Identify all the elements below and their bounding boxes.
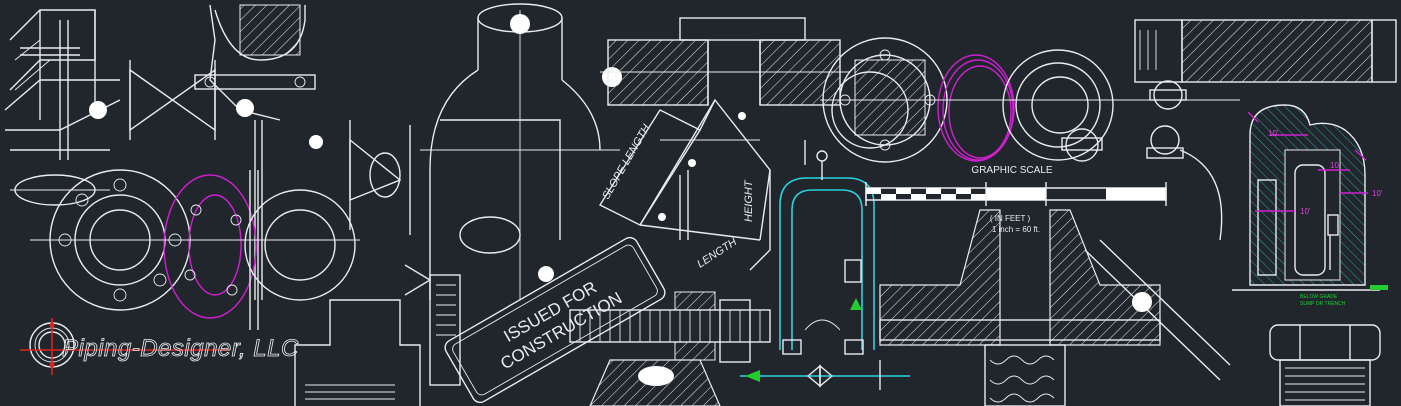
logo-text: Piping-Designer, LLC bbox=[62, 335, 299, 362]
valve-symbols bbox=[129, 4, 323, 300]
flange-ring-drawing bbox=[820, 37, 1130, 163]
sump-detail: 10' 10' 10' 10' BELOW GRADE SUMP OR TREN… bbox=[1232, 104, 1388, 307]
slope-length-diagram: SLOPE LENGTH HEIGHT LENGTH bbox=[598, 98, 771, 271]
below-grade-label: BELOW GRADE bbox=[1300, 294, 1338, 300]
graphic-scale-label: GRAPHIC SCALE bbox=[971, 165, 1052, 176]
top-right-flange-section bbox=[1134, 19, 1397, 83]
dim-label-a: 10' bbox=[1268, 129, 1279, 138]
dim-label-c: 10' bbox=[1372, 189, 1383, 198]
height-label: HEIGHT bbox=[743, 179, 755, 222]
sump-trench-label: SUMP OR TRENCH bbox=[1300, 301, 1346, 307]
logo-bearing-icon bbox=[20, 318, 230, 375]
foundation-section bbox=[879, 209, 1231, 406]
scale-units-label: ( IN FEET ) bbox=[990, 214, 1031, 223]
gasket-magenta bbox=[163, 174, 257, 319]
flange-section-hatched bbox=[600, 17, 850, 106]
flange-gasket-assembly bbox=[30, 169, 360, 330]
structural-steel-drawing bbox=[4, 9, 121, 206]
slope-length-label: SLOPE LENGTH bbox=[600, 122, 653, 201]
pipe-clamp-drawings bbox=[1061, 80, 1240, 241]
scale-ratio-label: 1 inch = 60 ft. bbox=[992, 225, 1040, 234]
elbow-fitting-drawing bbox=[349, 3, 622, 386]
dim-label-d: 10' bbox=[1300, 207, 1311, 216]
dim-label-b: 10' bbox=[1330, 161, 1341, 170]
length-label: LENGTH bbox=[695, 236, 739, 270]
stud-bolt-drawing bbox=[569, 291, 771, 406]
threaded-nipple bbox=[1269, 324, 1381, 406]
company-logo: Piping-Designer, LLC bbox=[20, 318, 299, 375]
expansion-loop-drawing bbox=[740, 140, 910, 390]
threaded-fitting bbox=[294, 299, 421, 406]
scale-bar-segments bbox=[866, 188, 1166, 200]
graphic-scale: GRAPHIC SCALE ( IN FEET ) 1 inch = 60 ft… bbox=[865, 165, 1167, 234]
